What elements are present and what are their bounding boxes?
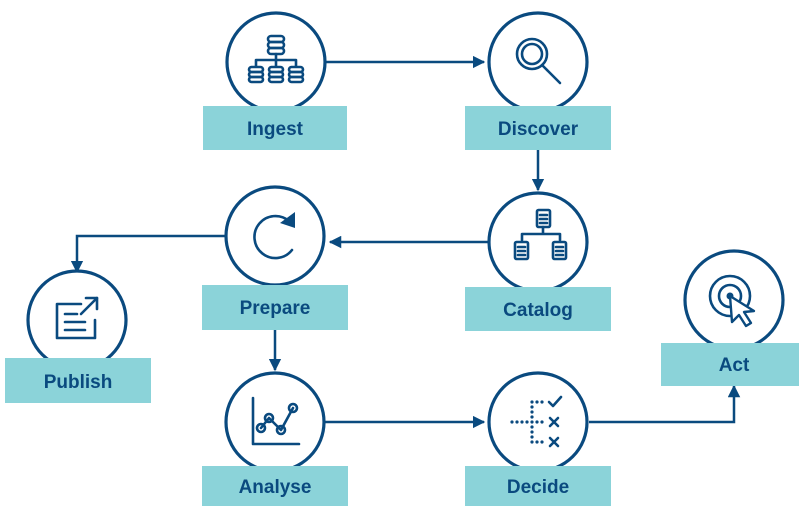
target-cursor-icon [708, 274, 756, 328]
export-document-icon [55, 296, 99, 340]
node-prepare-label-box [202, 285, 348, 330]
connectors [70, 55, 741, 429]
node-analyse: Analyse [202, 371, 348, 506]
node-analyse-label-box [202, 466, 348, 506]
node-discover: Discover [465, 11, 611, 150]
node-decide: Decide [465, 371, 611, 506]
node-publish: Publish [5, 269, 151, 403]
node-decide-label-box [465, 466, 611, 506]
node-analyse-label: Analyse [239, 477, 312, 498]
node-ingest-label: Ingest [247, 119, 304, 140]
node-discover-label: Discover [498, 119, 579, 140]
node-discover-label-box [465, 106, 611, 150]
node-act: Act [661, 249, 799, 386]
node-prepare-label: Prepare [240, 298, 311, 319]
node-prepare-circle [224, 185, 326, 287]
node-decide-label: Decide [507, 477, 569, 498]
node-act-label: Act [719, 355, 750, 376]
connector-decide-act [589, 384, 741, 424]
node-catalog: Catalog [465, 191, 611, 331]
node-analyse-circle [224, 371, 326, 473]
document-hierarchy-icon [513, 208, 568, 261]
node-act-label-box [661, 343, 799, 386]
decision-list-icon [510, 395, 563, 448]
connector-prepare-publish [70, 234, 226, 274]
node-ingest: Ingest [203, 11, 347, 150]
magnifier-icon [515, 37, 562, 85]
database-icon [247, 34, 305, 84]
node-catalog-circle [487, 191, 589, 293]
line-chart-icon [251, 396, 301, 446]
node-publish-circle [26, 269, 128, 371]
node-catalog-label-box [465, 287, 611, 331]
node-catalog-label: Catalog [503, 300, 573, 321]
node-prepare: Prepare [202, 185, 348, 330]
node-publish-label: Publish [44, 372, 113, 393]
refresh-icon [253, 212, 295, 260]
node-ingest-label-box [203, 106, 347, 150]
node-publish-label-box [5, 358, 151, 403]
